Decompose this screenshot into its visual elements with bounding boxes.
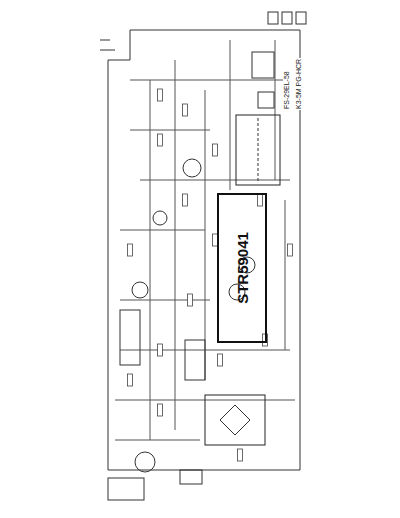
resistor-symbol — [158, 404, 163, 416]
transformer-core — [258, 118, 259, 182]
transistor-symbol — [183, 159, 201, 177]
connector-terminal — [268, 12, 278, 24]
connector-terminal — [296, 12, 306, 24]
transistor-symbol — [153, 211, 167, 225]
mains-plug — [108, 478, 144, 500]
ground-symbol — [100, 40, 115, 50]
ic-symbol — [258, 92, 274, 108]
coil-symbol — [120, 310, 140, 365]
rail-wire — [108, 60, 300, 470]
resistor-symbol — [158, 134, 163, 146]
resistor-symbol — [258, 194, 263, 206]
resistor-symbol — [128, 374, 133, 386]
resistor-symbol — [213, 144, 218, 156]
resistor-symbol — [183, 194, 188, 206]
resistor-symbol — [158, 89, 163, 101]
resistor-symbol — [238, 449, 243, 461]
transistor-symbol — [132, 282, 148, 298]
relay-symbol — [252, 52, 274, 78]
transformer — [236, 115, 280, 185]
part-number: STR59041 — [234, 232, 251, 304]
resistor-symbol — [218, 354, 223, 366]
resistor-symbol — [288, 244, 293, 256]
model-label: K3-5M PG-HCR — [295, 58, 302, 110]
resistor-symbol — [183, 104, 188, 116]
transistor-symbol — [135, 452, 155, 472]
model-label: FS-29EL-58 — [283, 70, 290, 110]
fuse-symbol — [180, 470, 202, 484]
ic-package-box: STR59041 — [217, 193, 267, 343]
rail-wire — [130, 30, 300, 470]
resistor-symbol — [158, 344, 163, 356]
connector-terminal — [282, 12, 292, 24]
bridge-rectifier — [205, 395, 265, 445]
coil-symbol — [185, 340, 205, 380]
rail-wire — [108, 30, 130, 60]
resistor-symbol — [128, 244, 133, 256]
resistor-symbol — [188, 294, 193, 306]
wire — [150, 40, 285, 440]
diode-bridge — [220, 405, 250, 435]
